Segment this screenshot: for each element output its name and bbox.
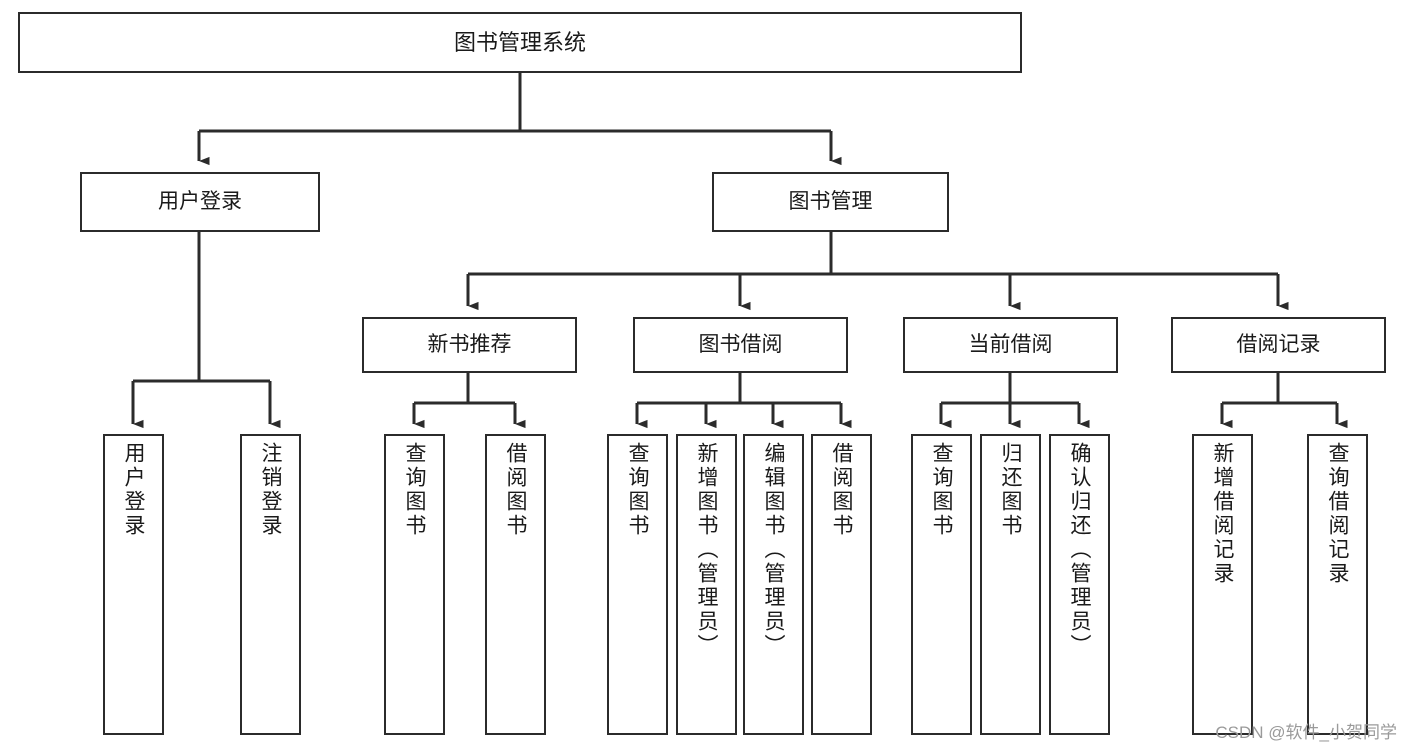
node-label: 归还图书 xyxy=(999,442,1022,538)
node-new-book-recommend[interactable]: 新书推荐 xyxy=(362,317,577,373)
node-book-borrow[interactable]: 图书借阅 xyxy=(633,317,848,373)
node-label: 借阅记录 xyxy=(1236,332,1321,356)
node-label: 查询图书 xyxy=(403,442,426,538)
leaf-user-login[interactable]: 用户登录 xyxy=(103,434,164,735)
leaf-confirm-return-admin[interactable]: 确认归还（管理员） xyxy=(1049,434,1110,735)
leaf-return-book[interactable]: 归还图书 xyxy=(980,434,1041,735)
node-label: 编辑图书（管理员） xyxy=(762,442,785,658)
leaf-query-borrow-record[interactable]: 查询借阅记录 xyxy=(1307,434,1368,735)
node-root-book-management-system[interactable]: 图书管理系统 xyxy=(18,12,1022,73)
node-label: 新增图书（管理员） xyxy=(695,442,718,658)
node-borrow-record[interactable]: 借阅记录 xyxy=(1171,317,1386,373)
node-label: 查询借阅记录 xyxy=(1326,442,1349,586)
node-label: 借阅图书 xyxy=(504,442,527,538)
leaf-add-book-admin[interactable]: 新增图书（管理员） xyxy=(676,434,737,735)
leaf-borrow-book-borrow[interactable]: 借阅图书 xyxy=(811,434,872,735)
node-label: 借阅图书 xyxy=(830,442,853,538)
node-current-borrow[interactable]: 当前借阅 xyxy=(903,317,1118,373)
leaf-add-borrow-record[interactable]: 新增借阅记录 xyxy=(1192,434,1253,735)
node-label: 图书借阅 xyxy=(698,332,783,356)
leaf-logout-login[interactable]: 注销登录 xyxy=(240,434,301,735)
node-label: 确认归还（管理员） xyxy=(1068,442,1091,658)
node-label: 新增借阅记录 xyxy=(1211,442,1234,586)
node-label: 新书推荐 xyxy=(427,332,512,356)
node-label: 图书管理系统 xyxy=(453,29,586,55)
node-label: 注销登录 xyxy=(259,442,282,538)
node-label: 用户登录 xyxy=(122,442,145,538)
node-label: 查询图书 xyxy=(626,442,649,538)
leaf-edit-book-admin[interactable]: 编辑图书（管理员） xyxy=(743,434,804,735)
leaf-query-book-current[interactable]: 查询图书 xyxy=(911,434,972,735)
node-label: 当前借阅 xyxy=(968,332,1053,356)
node-label: 用户登录 xyxy=(158,189,242,213)
leaf-query-book-borrow[interactable]: 查询图书 xyxy=(607,434,668,735)
leaf-borrow-book-new-recommend[interactable]: 借阅图书 xyxy=(485,434,546,735)
node-book-manage[interactable]: 图书管理 xyxy=(712,172,949,232)
csdn-watermark: CSDN @软件_小贺同学 xyxy=(1215,723,1397,742)
node-label: 图书管理 xyxy=(788,189,873,213)
leaf-query-book-new-recommend[interactable]: 查询图书 xyxy=(384,434,445,735)
node-label: 查询图书 xyxy=(930,442,953,538)
node-user-login[interactable]: 用户登录 xyxy=(80,172,320,232)
